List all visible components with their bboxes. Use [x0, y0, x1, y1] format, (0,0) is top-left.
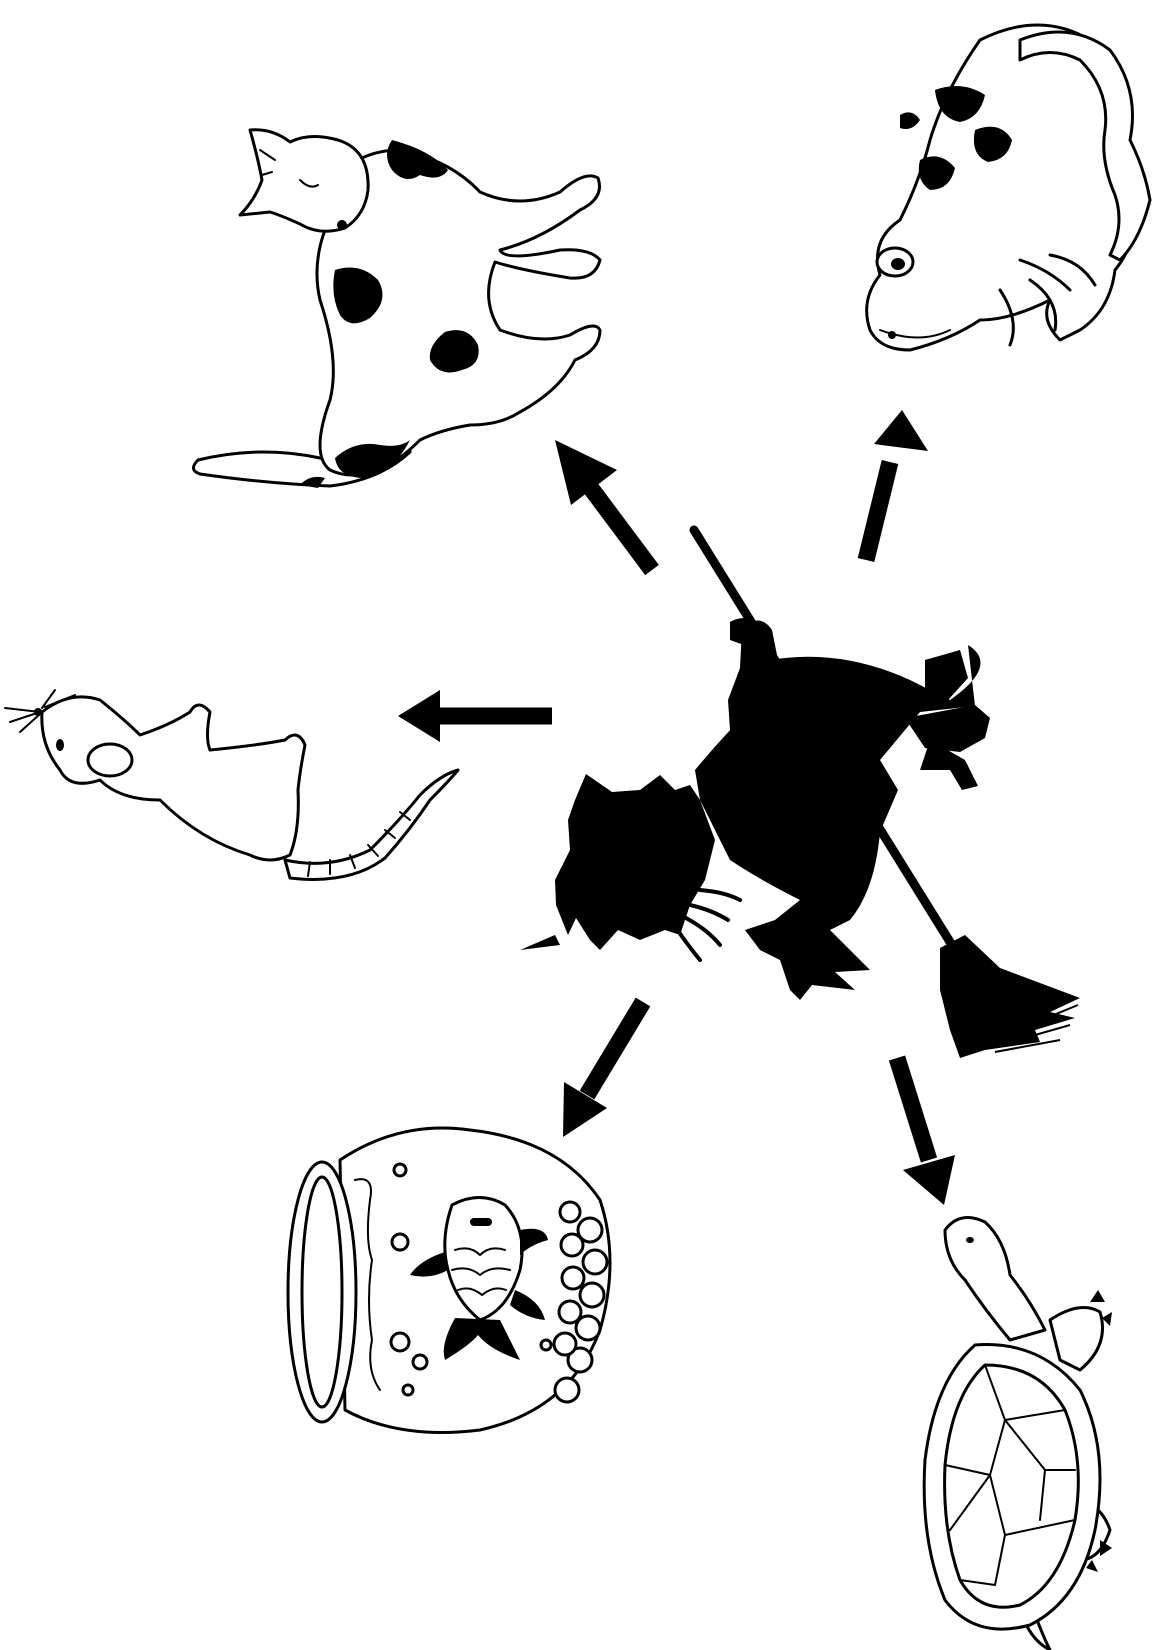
rat-icon — [5, 690, 458, 879]
arrow-to-turtle — [897, 1058, 955, 1205]
frog-icon — [867, 25, 1150, 350]
arrow-to-rat — [398, 690, 552, 742]
cat-icon — [193, 130, 600, 488]
arrow-to-goldfish-bowl — [563, 1002, 643, 1137]
goldfish-bowl-icon — [288, 1128, 610, 1433]
witch-silhouette — [520, 530, 1080, 1058]
turtle-icon — [924, 1218, 1112, 1650]
arrow-to-frog — [866, 410, 928, 560]
arrow-to-cat — [555, 440, 652, 570]
